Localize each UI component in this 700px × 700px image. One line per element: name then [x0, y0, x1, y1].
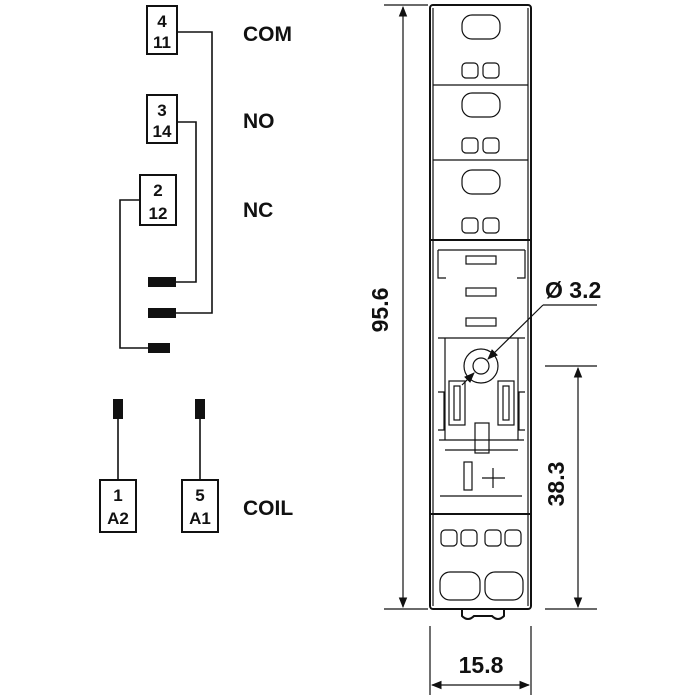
no-wire [176, 121, 197, 283]
socket-outline [429, 4, 532, 610]
com-contact-pin [148, 308, 176, 318]
terminal-module-3 [431, 169, 530, 241]
hole-dimension: Ø 3.2 [461, 277, 601, 386]
height-dimension: 95.6 [367, 4, 428, 610]
nc-terminal-top: 2 [153, 181, 162, 200]
no-terminal: 3 14 [146, 94, 178, 144]
nc-terminal-bottom: 12 [149, 204, 168, 223]
com-terminal: 4 11 [146, 5, 178, 55]
com-wire [176, 31, 213, 314]
terminal-module-1 [433, 14, 528, 86]
nc-contact-pin [148, 343, 170, 353]
no-terminal-bottom: 14 [153, 122, 172, 141]
width-dimension: 15.8 [429, 626, 532, 695]
lower-height-value: 38.3 [543, 462, 569, 507]
socket-body [429, 4, 532, 620]
relay-mount-area [431, 249, 530, 515]
no-terminal-top: 3 [157, 101, 166, 120]
nc-wire [119, 199, 148, 349]
com-terminal-top: 4 [157, 12, 167, 31]
com-terminal-bottom: 11 [153, 33, 171, 52]
com-label: COM [243, 23, 292, 46]
coil-a2-top: 1 [113, 486, 122, 505]
width-value: 15.8 [459, 652, 504, 678]
nc-terminal: 2 12 [139, 174, 177, 226]
contact-schematic: 4 11 COM 3 14 NO 2 12 NC [119, 5, 292, 353]
lower-height-dimension: 38.3 [543, 365, 597, 610]
bottom-terminals [439, 529, 524, 601]
fixing-hole [463, 348, 499, 384]
coil-label: COIL [243, 497, 293, 520]
height-value: 95.6 [367, 288, 393, 333]
coil-a1-top: 5 [195, 486, 204, 505]
coil-schematic: 1 A2 5 A1 COIL [99, 399, 293, 533]
coil-a2-terminal: 1 A2 [99, 479, 137, 533]
din-clip [461, 609, 505, 620]
no-contact-pin [148, 277, 176, 287]
coil-a2-pin [113, 399, 123, 419]
nc-label: NC [243, 199, 273, 222]
coil-a2-bottom: A2 [107, 509, 129, 528]
hole-value: Ø 3.2 [545, 277, 601, 303]
coil-a1-bottom: A1 [189, 509, 211, 528]
no-label: NO [243, 110, 275, 133]
coil-a1-terminal: 5 A1 [181, 479, 219, 533]
terminal-module-2 [433, 92, 528, 161]
coil-a1-pin [195, 399, 205, 419]
